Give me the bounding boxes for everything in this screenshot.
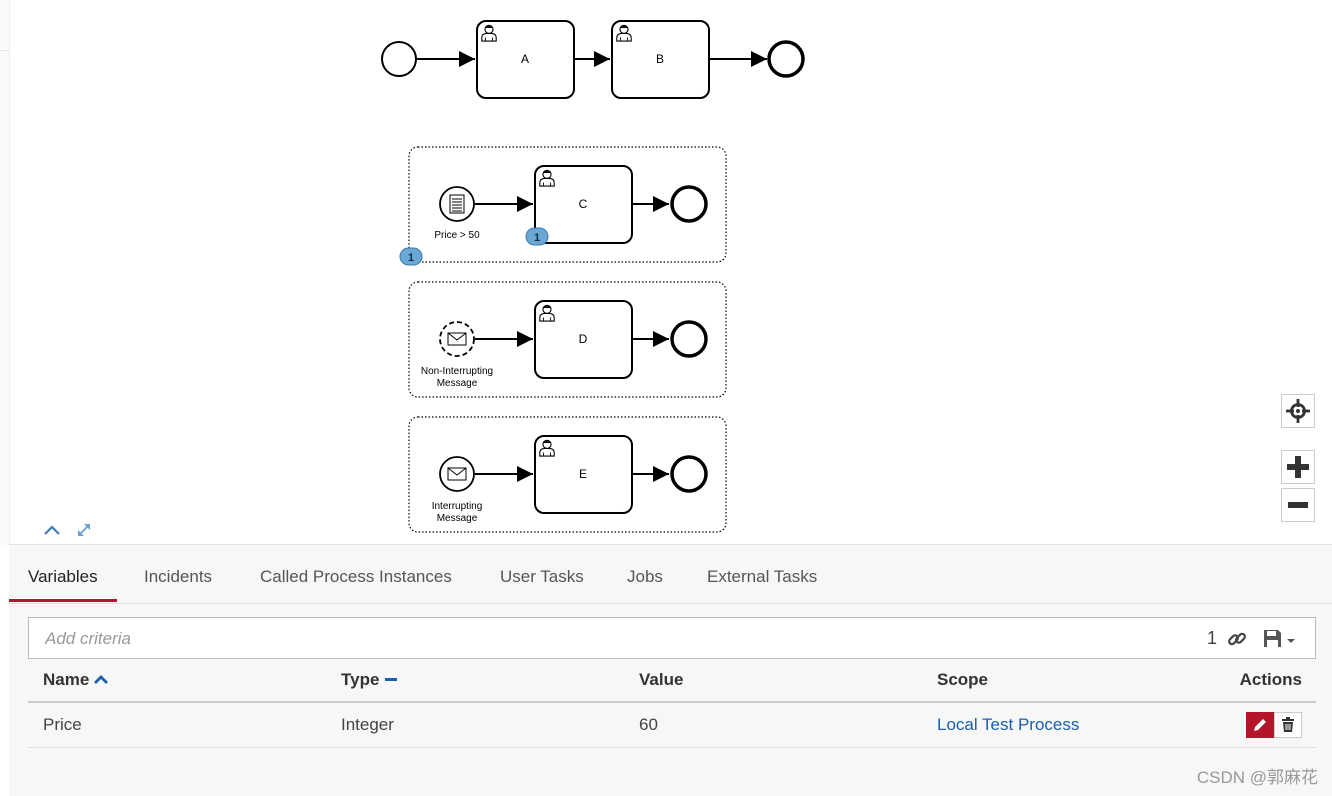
bpmn-diagram-canvas[interactable]: A B Price > 50 C [9, 0, 1332, 545]
event-subprocess-non-interrupting[interactable]: Non-Interrupting Message D [408, 281, 727, 398]
tab-called-process-instances[interactable]: Called Process Instances [260, 567, 452, 586]
variable-name-cell: Price [28, 702, 326, 748]
save-search-dropdown[interactable] [1263, 629, 1299, 654]
task-a[interactable]: A [476, 20, 575, 99]
save-icon [1264, 630, 1295, 647]
svg-text:1: 1 [534, 232, 540, 244]
reset-zoom-button[interactable] [1281, 394, 1315, 428]
expand-icon [78, 524, 90, 536]
delete-variable-button[interactable] [1274, 712, 1302, 738]
start-event[interactable] [381, 41, 417, 77]
tab-user-tasks[interactable]: User Tasks [500, 567, 584, 586]
zoom-in-button[interactable] [1281, 450, 1315, 484]
zoom-out-button[interactable] [1281, 488, 1315, 522]
watermark: CSDN @郭麻花 [1196, 768, 1318, 787]
unsorted-icon[interactable] [383, 670, 399, 690]
plus-icon [1287, 456, 1309, 478]
variable-value-cell: 60 [624, 702, 922, 748]
task-c-instance-badge[interactable]: 1 [525, 227, 549, 246]
tab-jobs[interactable]: Jobs [627, 567, 663, 586]
task-e[interactable] [534, 435, 633, 514]
column-header-value: Value [624, 659, 922, 703]
envelope-icon [447, 467, 467, 481]
interrupting-label-line2: Message [437, 513, 478, 524]
scope-link[interactable]: Local Test Process [937, 715, 1080, 734]
bpmn-diagram: A B Price > 50 C [381, 20, 805, 533]
task-c-label: C [579, 197, 588, 211]
task-b[interactable]: B [611, 20, 710, 99]
variable-type-cell: Integer [326, 702, 624, 748]
column-header-actions: Actions [1171, 659, 1316, 703]
end-event[interactable] [670, 320, 708, 358]
non-interrupting-label-line1: Non-Interrupting [421, 366, 493, 377]
task-d-label: D [579, 332, 588, 346]
subprocess-instance-badge[interactable]: 1 [399, 247, 423, 266]
end-event[interactable] [670, 185, 708, 223]
task-d[interactable] [534, 300, 633, 379]
task-e-label: E [579, 467, 587, 481]
sort-ascending-icon[interactable] [93, 670, 109, 690]
event-subprocess-interrupting[interactable]: Interrupting Message E [408, 416, 727, 533]
minus-icon [1288, 502, 1308, 508]
tab-variables[interactable]: Variables [9, 545, 117, 602]
tab-external-tasks[interactable]: External Tasks [707, 567, 818, 586]
task-a-label: A [521, 52, 529, 66]
variables-table: Name Type Value Scope Actions Price Inte… [28, 659, 1316, 748]
search-input[interactable] [43, 626, 947, 652]
tab-incidents[interactable]: Incidents [144, 567, 213, 586]
table-header-row: Name Type Value Scope Actions [28, 659, 1316, 703]
maximize-diagram-button[interactable] [73, 519, 95, 541]
svg-text:1: 1 [408, 252, 414, 264]
event-subprocess-conditional[interactable]: Price > 50 C 1 1 [399, 146, 727, 266]
column-header-type[interactable]: Type [326, 659, 624, 703]
column-header-name[interactable]: Name [28, 659, 326, 703]
trash-icon [1282, 717, 1294, 732]
detail-panel: Variables Incidents Called Process Insta… [9, 544, 1332, 796]
task-c[interactable] [534, 165, 633, 244]
chevron-up-icon [44, 525, 60, 535]
left-edge-strip [0, 0, 10, 545]
non-interrupting-label-line2: Message [437, 378, 478, 389]
envelope-icon [447, 332, 467, 346]
conditional-event-label: Price > 50 [434, 230, 480, 241]
tab-bar: Variables Incidents Called Process Insta… [9, 545, 1332, 604]
variable-scope-cell: Local Test Process [922, 702, 1172, 748]
task-b-label: B [656, 52, 664, 66]
link-icon[interactable] [1227, 629, 1247, 654]
search-result-count: 1 [1206, 628, 1217, 648]
variable-actions-cell [1171, 702, 1316, 748]
pencil-icon [1254, 719, 1266, 731]
collapse-panel-button[interactable] [41, 519, 63, 541]
interrupting-label-line1: Interrupting [432, 501, 483, 512]
edit-variable-button[interactable] [1246, 712, 1274, 738]
end-event[interactable] [767, 40, 805, 78]
conditional-icon [449, 194, 465, 214]
search-criteria-box[interactable]: 1 [28, 617, 1316, 659]
table-row: Price Integer 60 Local Test Process [28, 702, 1316, 748]
column-header-scope: Scope [922, 659, 1172, 703]
end-event[interactable] [670, 455, 708, 493]
crosshair-icon [1286, 399, 1310, 423]
